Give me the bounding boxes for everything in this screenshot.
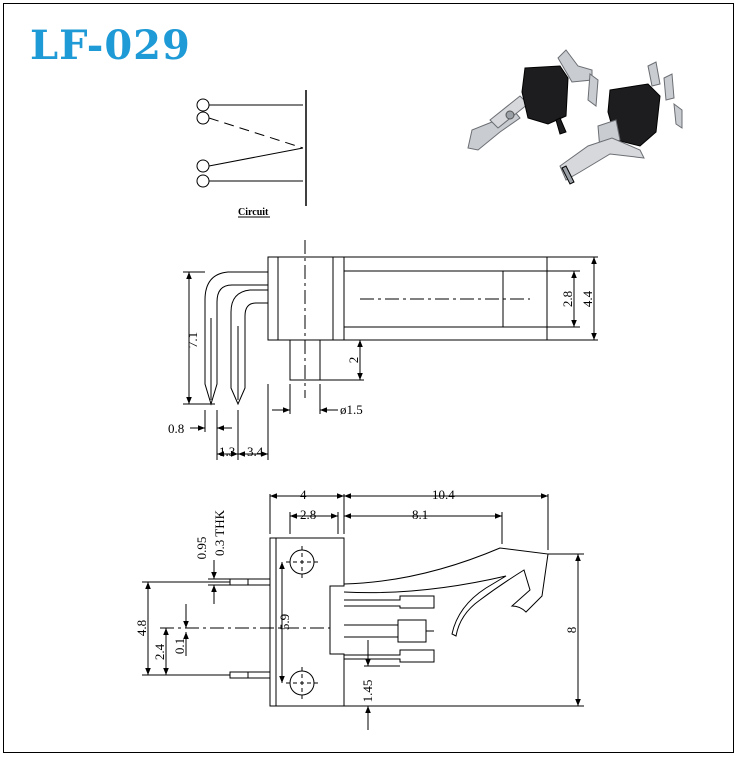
dim-0-95: 0.95 [194,537,209,560]
dim-10-4: 10.4 [432,487,455,502]
switch-photo-icon [467,49,683,185]
dim-3-4: 3.4 [247,444,264,459]
circuit-caption: Circuit [238,207,269,218]
dim-5-9: 5.9 [277,614,292,630]
dim-phi-1-5: ø1.5 [340,402,363,417]
dim-4-4: 4.4 [580,290,595,307]
dim-2-4: 2.4 [152,643,167,660]
dim-2: 2 [346,357,361,364]
side-view [183,240,598,460]
page-title: LF-029 [30,22,191,69]
dim-8: 8 [564,627,579,634]
dim-0-3-thk: 0.3 THK [212,509,227,556]
circuit-symbol: Circuit [196,90,307,218]
dim-2-8-top: 2.8 [300,507,316,522]
dim-1-45: 1.45 [360,680,375,703]
dim-7-1: 7.1 [185,332,200,348]
front-view [142,493,584,730]
dim-2-8-side: 2.8 [560,291,575,307]
dim-1-3: 1.3 [219,444,235,459]
dim-0-8: 0.8 [168,421,184,436]
dim-4: 4 [300,487,307,502]
dim-0-1: 0.1 [172,638,187,654]
dim-4-8: 4.8 [134,620,149,636]
dim-8-1: 8.1 [412,507,428,522]
